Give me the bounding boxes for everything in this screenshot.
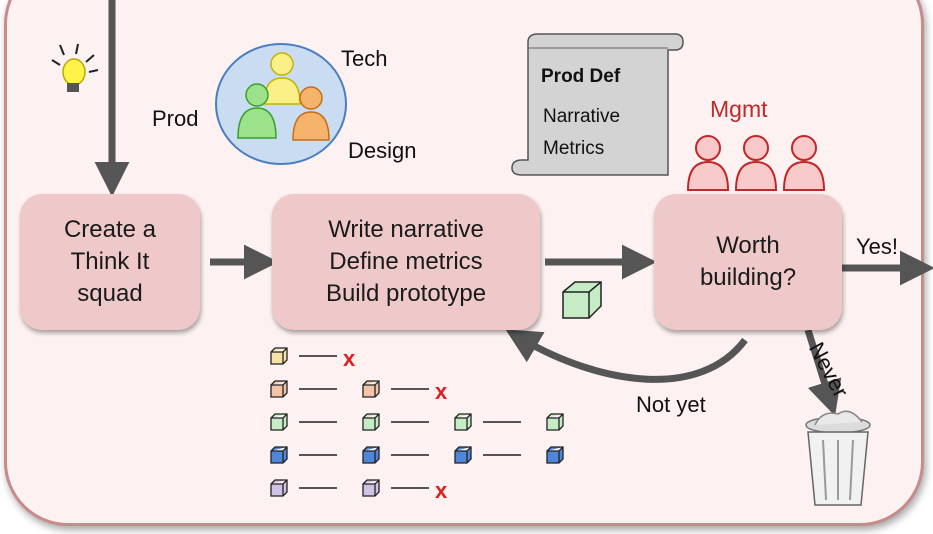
yes-label: Yes!	[856, 234, 899, 259]
prod-def-metrics: Metrics	[543, 138, 605, 159]
reject-mark: x	[343, 346, 356, 371]
review-box-text: Worth building?	[699, 232, 797, 291]
review-box: Worth building?	[654, 194, 842, 330]
iteration-cube-icon	[270, 347, 288, 365]
iteration-rows: x x x	[270, 346, 564, 503]
trash-can-icon	[805, 410, 871, 506]
iteration-row: x	[270, 346, 356, 371]
iteration-row: x	[270, 478, 448, 503]
member-prod-label: Prod	[152, 106, 199, 131]
member-tech-label: Tech	[341, 46, 388, 71]
arrow-not-yet	[505, 329, 748, 383]
team-icon	[215, 43, 347, 165]
create-squad-box: Create a Think It squad	[20, 194, 200, 330]
work-box: Write narrative Define metrics Build pro…	[272, 194, 540, 330]
scroll-icon	[511, 33, 684, 176]
iteration-cube-icon	[454, 446, 472, 464]
prod-def-narrative: Narrative	[543, 106, 621, 127]
iteration-cube-icon	[270, 446, 288, 464]
iteration-row	[270, 413, 564, 431]
reject-mark: x	[435, 478, 448, 503]
iteration-row: x	[270, 379, 448, 404]
create-squad-text: Create a Think It squad	[63, 216, 157, 307]
not-yet-label: Not yet	[636, 392, 706, 417]
arrow-never	[804, 328, 842, 417]
prod-def-title: Prod Def	[541, 66, 621, 87]
mgmt-label: Mgmt	[710, 96, 768, 122]
iteration-cube-icon	[546, 446, 564, 464]
iteration-row	[270, 446, 564, 464]
iteration-cube-icon	[362, 380, 380, 398]
iteration-cube-icon	[270, 413, 288, 431]
work-box-text: Write narrative Define metrics Build pro…	[325, 216, 487, 307]
iteration-cube-icon	[270, 479, 288, 497]
iteration-cube-icon	[546, 413, 564, 431]
mgmt-people-icon	[686, 135, 826, 191]
iteration-cube-icon	[362, 479, 380, 497]
iteration-cube-icon	[454, 413, 472, 431]
iteration-cube-icon	[270, 380, 288, 398]
iteration-cube-icon	[362, 413, 380, 431]
reject-mark: x	[435, 379, 448, 404]
lightbulb-icon	[51, 43, 99, 92]
prototype-cube-icon	[562, 281, 602, 319]
iteration-cube-icon	[362, 446, 380, 464]
member-design-label: Design	[348, 138, 417, 163]
